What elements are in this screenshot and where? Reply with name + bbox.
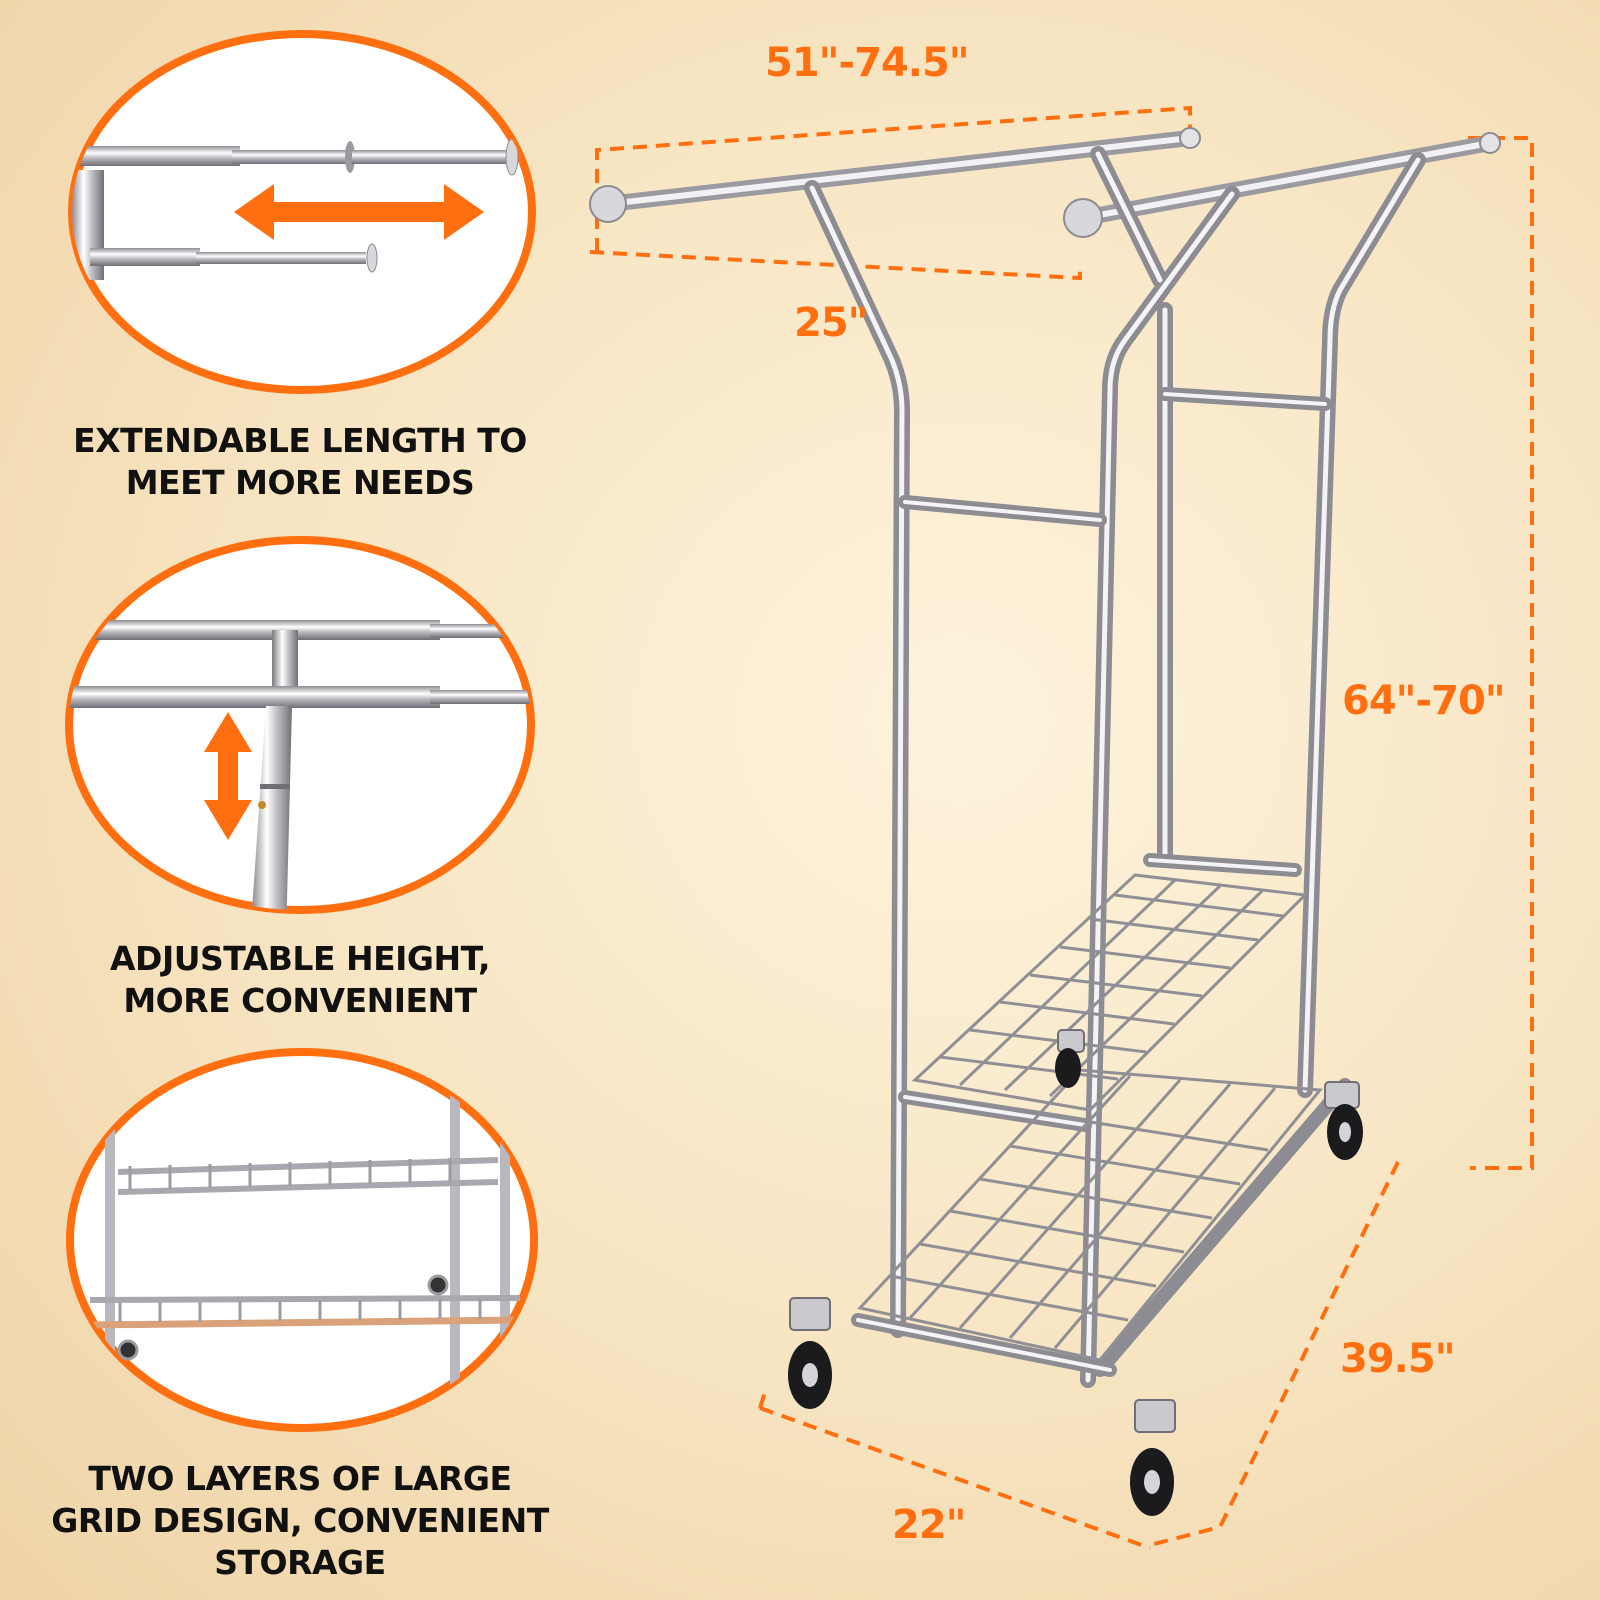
rack-frame [589,127,1501,1388]
callout-extendable-image [68,30,536,394]
dimension-depth-bottom: 22" [892,1502,967,1548]
lower-grid-shelf [857,1068,1323,1362]
dimension-height: 64"-70" [1342,678,1506,724]
horizontal-double-arrow-icon [234,184,484,240]
dimension-depth-top: 25" [794,300,869,346]
dimension-length: 39.5" [1340,1336,1456,1382]
dimension-lines [589,105,1534,1550]
caster-wheels [788,1029,1363,1516]
caption-extendable: EXTENDABLE LENGTH TO MEET MORE NEEDS [73,421,527,502]
caption-grid: TWO LAYERS OF LARGE GRID DESIGN, CONVENI… [51,1459,549,1582]
callout-adjustable-image [65,536,535,914]
upper-grid-shelf [911,873,1309,1112]
vertical-double-arrow-icon [204,712,252,840]
caption-adjustable: ADJUSTABLE HEIGHT, MORE CONVENIENT [110,939,490,1020]
dimension-width: 51"-74.5" [765,40,970,86]
